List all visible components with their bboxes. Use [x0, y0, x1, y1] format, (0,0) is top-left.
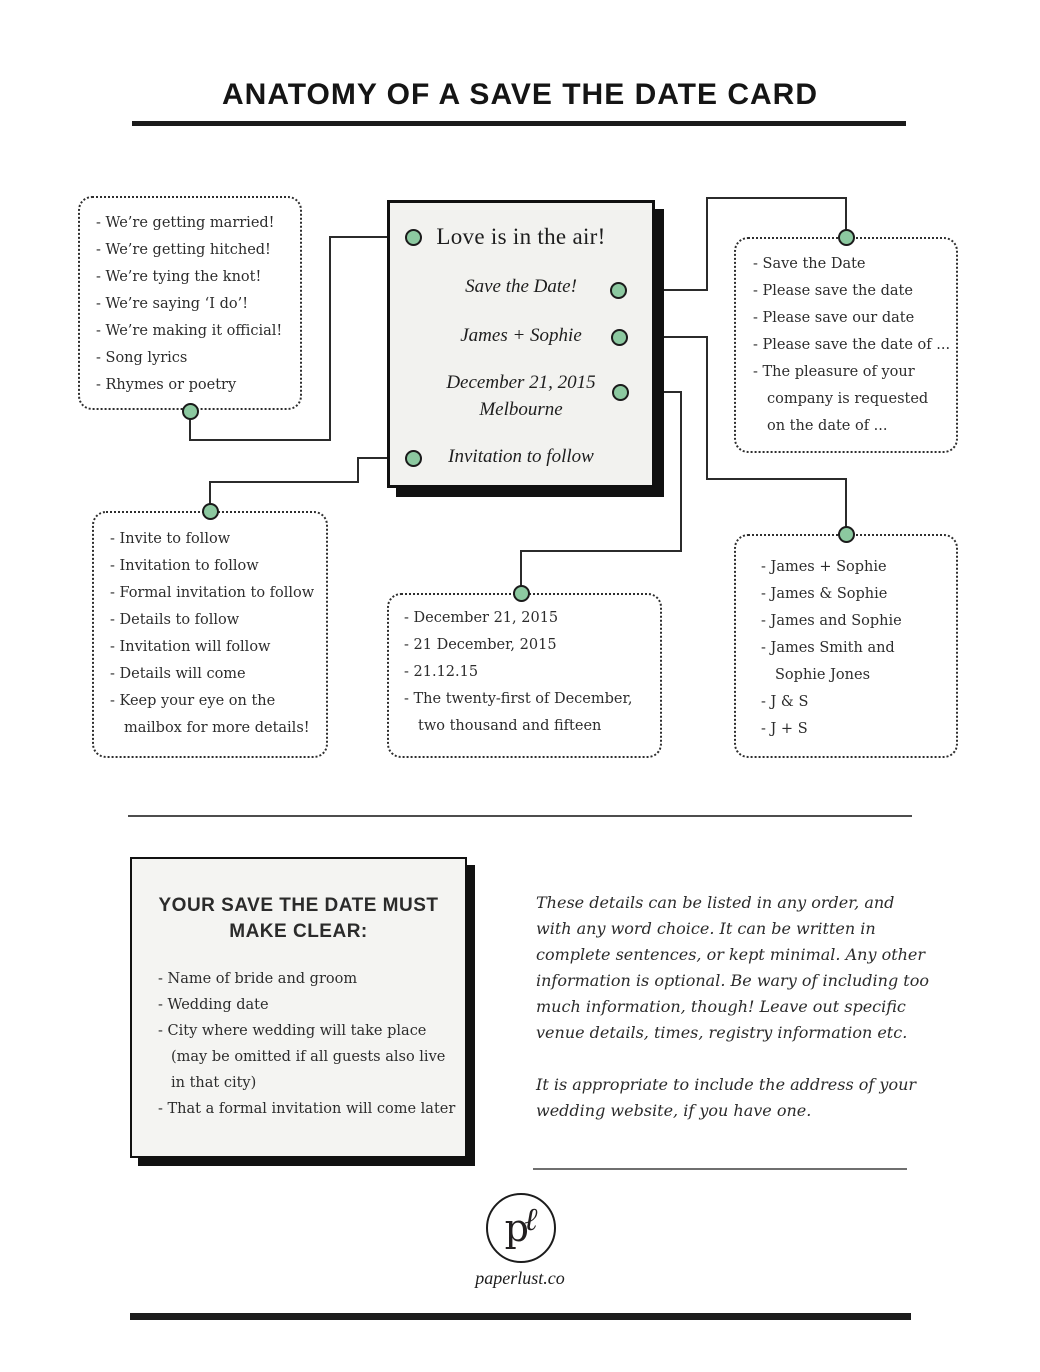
connector-line [357, 457, 359, 483]
list-item: - James Smith and Sophie Jones [761, 640, 895, 683]
note-paragraph: These details can be listed in any order… [536, 893, 929, 1042]
list-item: - Keep your eye on the mailbox for more … [110, 693, 310, 736]
connector-node [838, 526, 855, 543]
logo-monogram-p: p [504, 1206, 529, 1250]
callout-list: - James + Sophie - James & Sophie - James … [761, 554, 952, 743]
connector-line [189, 411, 191, 441]
section-divider [128, 815, 912, 817]
callout-list: - Invite to follow - Invitation to follow… [110, 526, 322, 742]
list-item: - Details will come [110, 666, 246, 682]
connector-line [189, 439, 331, 441]
list-item: - City where wedding will take place (ma… [158, 1023, 446, 1091]
callout-headline-options: - We’re getting married! - We’re getting … [78, 196, 302, 410]
connector-node [513, 585, 530, 602]
connector-line [520, 550, 682, 552]
list-item: - The pleasure of your company is reques… [753, 364, 929, 434]
callout-invitation-options: - Invite to follow - Invitation to follow… [92, 511, 328, 758]
list-item: - We’re making it official! [96, 323, 283, 339]
connector-line [329, 236, 331, 441]
list-item: - Please save our date [753, 310, 915, 326]
connector-line [706, 478, 847, 480]
connector-line [619, 336, 707, 338]
card-date-line: December 21, 2015 [446, 372, 596, 393]
list-item: - J & S [761, 694, 809, 710]
list-item: - J + S [761, 721, 808, 737]
connector-line [680, 391, 682, 552]
note-paragraph: It is appropriate to include the address… [536, 1075, 917, 1120]
card-names-line: James + Sophie [460, 325, 582, 346]
connector-node [838, 229, 855, 246]
save-the-date-card: Love is in the air! Save the Date! James… [387, 200, 655, 488]
connector-line [520, 550, 522, 593]
list-item: - Details to follow [110, 612, 240, 628]
connector-line [209, 481, 359, 483]
list-item: - Song lyrics [96, 350, 188, 366]
connector-node [405, 229, 422, 246]
requirements-title: YOUR SAVE THE DATE MUST MAKE CLEAR: [158, 895, 439, 942]
footer-divider [533, 1168, 907, 1170]
list-item: - 21 December, 2015 [404, 637, 557, 653]
list-item: - That a formal invitation will come lat… [158, 1101, 456, 1117]
callout-name-options: - James + Sophie - James & Sophie - James … [734, 534, 958, 758]
connector-line [706, 336, 708, 480]
connector-node [405, 450, 422, 467]
page-title: ANATOMY OF A SAVE THE DATE CARD [221, 78, 819, 111]
list-item: - Formal invitation to follow [110, 585, 315, 601]
connector-line [706, 197, 847, 199]
logo-monogram-l: ℓ [524, 1200, 538, 1238]
list-item: - James & Sophie [761, 586, 888, 602]
connector-node [202, 503, 219, 520]
list-item: - Save the Date [753, 256, 866, 272]
callout-date-options: - December 21, 2015 - 21 December, 2015 - … [387, 593, 662, 758]
list-item: - We’re getting hitched! [96, 242, 271, 258]
list-item: - 21.12.15 [404, 664, 479, 680]
list-item: - Please save the date of ... [753, 337, 951, 353]
requirements-list: - Name of bride and groom - Wedding date -… [158, 966, 457, 1122]
paperlust-logo: p ℓ [486, 1193, 556, 1263]
list-item: - Rhymes or poetry [96, 377, 237, 393]
list-item: - December 21, 2015 [404, 610, 559, 626]
list-item: - Please save the date [753, 283, 913, 299]
list-item: - Invitation will follow [110, 639, 271, 655]
connector-line [358, 457, 405, 459]
title-underline [132, 121, 906, 126]
connector-node [611, 329, 628, 346]
connector-line [706, 197, 708, 291]
notes-column: These details can be listed in any order… [536, 890, 929, 1124]
connector-node [182, 403, 199, 420]
list-item: - We’re saying ‘I do’! [96, 296, 249, 312]
callout-save-options: - Save the Date - Please save the date - P… [734, 237, 958, 453]
list-item: - We’re tying the knot! [96, 269, 262, 285]
connector-node [610, 282, 627, 299]
card-invitation-line: Invitation to follow [448, 446, 594, 467]
callout-list: - December 21, 2015 - 21 December, 2015 - … [404, 605, 656, 740]
list-item: - James and Sophie [761, 613, 902, 629]
callout-list: - Save the Date - Please save the date - P… [753, 251, 952, 440]
card-save-line: Save the Date! [465, 276, 577, 297]
connector-node [612, 384, 629, 401]
bottom-bar [130, 1313, 911, 1320]
connector-line [845, 197, 847, 237]
requirements-box: YOUR SAVE THE DATE MUST MAKE CLEAR: - Na… [130, 857, 467, 1158]
list-item: - We’re getting married! [96, 215, 275, 231]
card-city-line: Melbourne [479, 399, 563, 420]
callout-list: - We’re getting married! - We’re getting … [96, 210, 294, 399]
list-item: - James + Sophie [761, 559, 887, 575]
connector-line [209, 481, 211, 511]
list-item: - Name of bride and groom [158, 971, 358, 987]
connector-line [845, 478, 847, 534]
card-headline: Love is in the air! [436, 224, 606, 249]
list-item: - Invite to follow [110, 531, 231, 547]
list-item: - Invitation to follow [110, 558, 259, 574]
list-item: - The twenty-first of December, two thou… [404, 691, 633, 734]
list-item: - Wedding date [158, 997, 269, 1013]
connector-line [330, 236, 413, 238]
brand-name: paperlust.co [475, 1268, 565, 1288]
connector-line [618, 289, 707, 291]
